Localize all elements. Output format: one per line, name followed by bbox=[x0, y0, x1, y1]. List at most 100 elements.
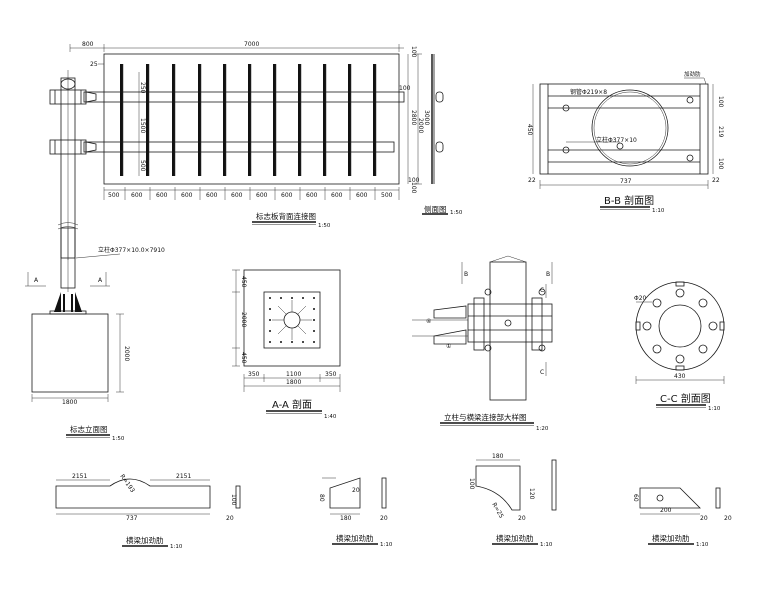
dim-bottom-7: 600 bbox=[256, 192, 268, 199]
cc-section: Φ20 430 C-C 剖面图 1:10 bbox=[634, 281, 725, 412]
side-dim-3000: 3000 bbox=[423, 110, 430, 125]
side-dim-100: 100 bbox=[410, 46, 417, 58]
bb-right-dim-100: 100 bbox=[717, 96, 724, 108]
aa-left-dim-1: 450 bbox=[240, 276, 247, 288]
rib-2: 80 180 20 20 横梁加劲肋 1:10 bbox=[318, 477, 393, 548]
rib-3-dim-2: 100 bbox=[468, 478, 475, 490]
flange-upper bbox=[49, 89, 97, 105]
rib-2-dim-1: 80 bbox=[318, 494, 325, 502]
elev-foundation bbox=[31, 313, 109, 393]
dim-right-100: 100 bbox=[399, 85, 411, 92]
dim-bottom-1: 500 bbox=[108, 192, 120, 199]
rib-3-dim-5: 20 bbox=[518, 515, 526, 522]
bottom-dimension-ticks bbox=[103, 187, 400, 200]
joint-mark-b-left: B bbox=[464, 271, 468, 278]
joint-lower-arm bbox=[433, 329, 467, 345]
rib-4: 60 200 20 20 横梁加劲肋 1:10 bbox=[632, 487, 732, 548]
bb-column-label: 立柱Φ377×10 bbox=[596, 136, 637, 144]
dim-beam-offset-1: 250 bbox=[139, 82, 146, 94]
bb-section-scale: 1:10 bbox=[652, 208, 665, 214]
joint-detail: ④ ① B B C C 立柱与横梁连接部大样图 1:20 bbox=[412, 255, 553, 432]
elevation-title: 标志立面图 bbox=[70, 424, 108, 434]
column-top-cap bbox=[60, 78, 76, 90]
rib-4-dim-4: 20 bbox=[724, 515, 732, 522]
aa-left-dim-2: 2000 bbox=[240, 312, 247, 327]
cc-bolt-holes bbox=[642, 288, 718, 364]
joint-upper-arm bbox=[433, 305, 467, 319]
dim-beam-offset-2: 1500 bbox=[139, 118, 146, 133]
elev-column-label: 立柱Φ377×10.0×7910 bbox=[98, 246, 165, 254]
aa-dim-total: 1800 bbox=[286, 379, 301, 386]
bb-bolt bbox=[562, 104, 570, 112]
rib-1-dim-2: 2151 bbox=[176, 473, 191, 480]
side-view-title: 侧面图 bbox=[424, 204, 447, 214]
rib-2-outline bbox=[329, 477, 361, 509]
bb-right-dim-100b: 100 bbox=[717, 158, 724, 170]
elev-base-height: 2000 bbox=[123, 346, 130, 361]
joint-circle-label-2: ① bbox=[446, 343, 451, 350]
rib-4-outline bbox=[639, 487, 701, 509]
dim-bottom-10: 600 bbox=[331, 192, 343, 199]
rib-1-scale: 1:10 bbox=[170, 544, 183, 550]
rib-2-scale: 1:10 bbox=[380, 542, 393, 548]
rib-3-title: 横梁加劲肋 bbox=[496, 533, 534, 543]
rib-4-dim-3: 20 bbox=[700, 515, 708, 522]
joint-plate bbox=[467, 303, 553, 343]
aa-dim-1100: 1100 bbox=[286, 371, 301, 378]
flange-lower bbox=[49, 139, 97, 155]
dim-bottom-6: 600 bbox=[231, 192, 243, 199]
dim-right-100b: 100 bbox=[408, 177, 420, 184]
sign-back-title: 标志板背面连接图 bbox=[256, 211, 316, 221]
aa-dim-350-right: 350 bbox=[325, 371, 337, 378]
bb-section: 钢管Φ219×8 立柱Φ377×10 加劲肋 737 22 450 100 21… bbox=[526, 70, 724, 214]
rib-3-dim-1: 180 bbox=[492, 453, 504, 460]
bb-width-dim: 737 bbox=[620, 178, 632, 185]
aa-anchor-rays bbox=[272, 300, 312, 340]
cc-hole-label: Φ20 bbox=[634, 295, 647, 302]
joint-mark-c-bottom: C bbox=[540, 369, 544, 376]
aa-dim-350-left: 350 bbox=[248, 371, 260, 378]
bb-plate bbox=[539, 83, 709, 175]
aa-section-title: A-A 剖面 bbox=[272, 398, 312, 411]
dim-left-800: 800 bbox=[82, 41, 94, 48]
sign-back-scale: 1:50 bbox=[318, 223, 331, 229]
side-dim-100b: 100 bbox=[410, 182, 417, 194]
cc-section-scale: 1:10 bbox=[708, 406, 721, 412]
elev-base-width: 1800 bbox=[62, 399, 77, 406]
rib-2-title: 横梁加劲肋 bbox=[336, 533, 374, 543]
dim-bottom-5: 600 bbox=[206, 192, 218, 199]
joint-detail-scale: 1:20 bbox=[536, 426, 549, 432]
rib-3-dim-4: 120 bbox=[528, 488, 535, 500]
stiffener-slots bbox=[120, 64, 377, 176]
joint-detail-title: 立柱与横梁连接部大样图 bbox=[444, 412, 527, 422]
dim-bottom-4: 600 bbox=[181, 192, 193, 199]
elevation-scale: 1:50 bbox=[112, 436, 125, 442]
rib-1-dim-length: 737 bbox=[126, 515, 138, 522]
rib-1-dim-height: 100 bbox=[230, 494, 237, 506]
side-dim-2800: 2800 bbox=[410, 110, 417, 125]
dim-right-2000: 2000 bbox=[417, 118, 424, 133]
lower-beam bbox=[83, 141, 395, 153]
rib-3-dim-radius: R=25 bbox=[490, 502, 505, 520]
cc-flange-outer bbox=[635, 281, 725, 371]
cc-diameter-dim: 430 bbox=[674, 373, 686, 380]
elev-section-mark-left: A bbox=[34, 277, 39, 284]
dim-bolt-offset: 25 bbox=[90, 61, 98, 68]
dim-beam-offset-3: 500 bbox=[139, 160, 146, 172]
cc-stiffener-slots bbox=[635, 281, 725, 371]
rib-1-outline bbox=[55, 478, 211, 509]
bb-right-dim-22: 22 bbox=[712, 177, 720, 184]
rib-1-dim-1: 2151 bbox=[72, 473, 87, 480]
dim-bottom-3: 600 bbox=[156, 192, 168, 199]
sign-back-view: 800 7000 25 250 1500 500 100 2000 100 bbox=[49, 41, 424, 260]
rib-2-dim-2: 180 bbox=[340, 515, 352, 522]
bb-corner-label: 加劲肋 bbox=[684, 70, 701, 78]
dim-bottom-8: 600 bbox=[281, 192, 293, 199]
rib-3-outline bbox=[475, 465, 521, 511]
rib-4-title: 横梁加劲肋 bbox=[652, 533, 690, 543]
rib-2-dim-4: 20 bbox=[352, 487, 360, 494]
aa-anchor-bolts bbox=[269, 297, 315, 343]
rib-1: 2151 R=193 2151 737 100 20 横梁加劲肋 1:10 bbox=[55, 473, 241, 550]
bb-right-dim-219: 219 bbox=[717, 126, 724, 138]
